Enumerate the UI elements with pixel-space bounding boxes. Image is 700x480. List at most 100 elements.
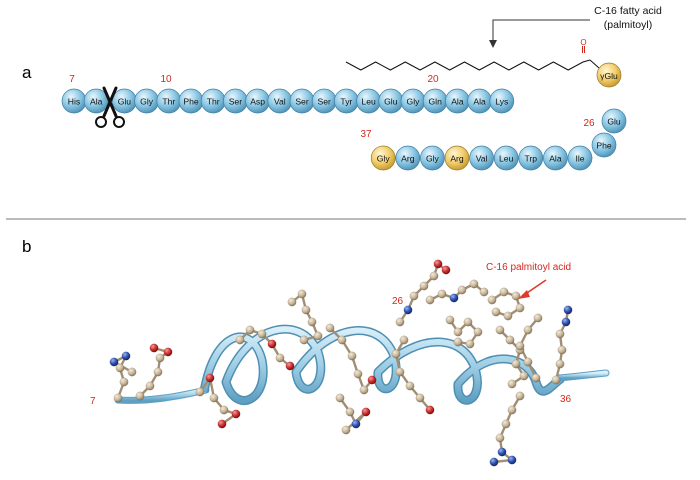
residue-row1-6: Thr <box>200 88 226 114</box>
nitrogen-atom-13-5 <box>507 455 517 465</box>
carbon-atom-13-3 <box>495 433 505 443</box>
carbon-atom-0-0 <box>113 393 123 403</box>
carbon-atom-4-2 <box>301 305 311 315</box>
carbon-atom-4-0 <box>287 297 297 307</box>
panel-a-letter: a <box>22 63 32 82</box>
oxygen-atom-1-4 <box>163 347 173 357</box>
residue-row2-2-label: Trp <box>525 154 538 164</box>
carbon-atom-13-0 <box>515 391 525 401</box>
residue-connector-1: Phe <box>591 132 617 158</box>
carbon-atom-11-5 <box>491 307 501 317</box>
carbon-atom-8-5 <box>479 287 489 297</box>
carbon-atom-15-2 <box>515 341 525 351</box>
carbon-atom-11-1 <box>499 287 509 297</box>
carbon-atom-3-0 <box>235 335 245 345</box>
carbon-atom-10-1 <box>453 327 463 337</box>
carbon-atom-8-3 <box>457 285 467 295</box>
carbon-atom-12-4 <box>519 371 529 381</box>
carbon-atom-11-0 <box>487 295 497 305</box>
residue-row1-5-label: Phe <box>183 97 199 107</box>
residue-row1-15: Gly <box>400 88 426 114</box>
residue-row2-0-label: Ile <box>575 154 584 164</box>
oxygen-atom-3-3 <box>267 339 277 349</box>
residue-row1-9: Val <box>267 88 293 114</box>
palmitoyl-chain <box>345 59 591 71</box>
nitrogen-atom-13-4 <box>497 447 507 457</box>
residue-connector-0: Glu <box>601 108 627 134</box>
carbon-atom-7-4 <box>429 271 439 281</box>
carbon-atom-13-1 <box>507 405 517 415</box>
residue-connector-0-label: Glu <box>607 117 621 127</box>
carbon-atom-5-1 <box>337 335 347 345</box>
residue-row2-5-label: Arg <box>450 154 464 164</box>
residue-row1-0: His <box>61 88 87 114</box>
carbon-atom-0-1 <box>119 377 129 387</box>
residue-row1-13: Leu <box>356 88 381 114</box>
carbon-atom-10-2 <box>463 317 473 327</box>
residue-row1-9-label: Val <box>274 97 286 107</box>
nitrogen-atom-8-2 <box>449 293 459 303</box>
nitrogen-atom-0-3 <box>121 351 131 361</box>
carbon-atom-7-0 <box>395 317 405 327</box>
carbon-atom-12-3 <box>511 359 521 369</box>
carbon-atom-9-0 <box>399 335 409 345</box>
residue-number-7: 7 <box>69 74 75 85</box>
residue-number-26: 26 <box>583 118 595 129</box>
residue-row2-1: Ala <box>543 145 568 171</box>
panel-b-letter: b <box>22 237 31 256</box>
carbon-atom-3-1 <box>245 325 255 335</box>
oxygen-atom-7-6 <box>441 265 451 275</box>
carbon-atom-1-1 <box>145 381 155 391</box>
carbon-atom-11-2 <box>511 291 521 301</box>
residue-row1-8-label: Asp <box>250 97 265 107</box>
carbon-atom-5-4 <box>359 385 369 395</box>
residue-row1-12: Tyr <box>334 88 359 114</box>
residue-row2-1-label: Ala <box>549 154 562 164</box>
carbon-atom-9-1 <box>391 349 401 359</box>
fatty-acid-label-line1: C-16 fatty acid <box>594 5 662 17</box>
carbon-atom-7-2 <box>409 291 419 301</box>
fatty-acid-pointer-arrow <box>489 19 590 48</box>
panel-a: a C-16 fatty acid (palmitoyl) O 7 10 20 … <box>22 5 662 171</box>
carbon-atom-10-5 <box>453 337 463 347</box>
residue-row1-19: Lys <box>489 88 515 114</box>
carbon-atom-12-0 <box>495 325 505 335</box>
residue-row2-0: Ile <box>567 145 593 171</box>
residue-row1-3-label: Gly <box>140 97 154 107</box>
carbon-atom-6-0 <box>335 393 345 403</box>
residue-row2-3: Leu <box>493 145 519 171</box>
carbon-atom-4-1 <box>297 289 307 299</box>
carbon-atom-6-1 <box>345 407 355 417</box>
residue-row1-4-label: Thr <box>162 97 175 107</box>
residue-row2-4-label: Val <box>476 154 488 164</box>
residue-row1-16-label: Gln <box>429 97 443 107</box>
residue-number-10: 10 <box>160 74 172 85</box>
carbon-atom-12-1 <box>505 335 515 345</box>
residue-row1-14-label: Glu <box>384 97 398 107</box>
residue-row2-7-label: Arg <box>401 154 415 164</box>
residue-row1-11-label: Ser <box>318 97 332 107</box>
residue-row1-8: Asp <box>245 88 270 114</box>
oxygen-atom-6-3 <box>361 407 371 417</box>
carbon-atom-14-1 <box>555 359 565 369</box>
oxygen-atom-2-5 <box>217 419 227 429</box>
nitrogen-atom-6-2 <box>351 419 361 429</box>
oxygen-atom-2-1 <box>205 373 215 383</box>
nitrogen-atom-13-6 <box>489 457 499 467</box>
nitrogen-atom-0-4 <box>109 357 119 367</box>
residue-row1-1-label: Ala <box>90 97 103 107</box>
oxygen-atom-9-5 <box>425 405 435 415</box>
amide-link-bond <box>589 59 600 69</box>
residue-row1-10: Ser <box>289 88 315 114</box>
carbon-atom-4-5 <box>299 335 309 345</box>
carbon-atom-1-0 <box>135 391 145 401</box>
residue-row2-7: Arg <box>395 145 421 171</box>
carbon-atom-14-2 <box>557 345 567 355</box>
residue-row1-17: Ala <box>445 88 470 114</box>
residue-row2-5: Arg <box>444 145 470 171</box>
carbon-atom-4-3 <box>307 317 317 327</box>
carbon-atom-11-3 <box>515 303 525 313</box>
residue-connector-1-label: Phe <box>596 141 612 151</box>
carbon-atom-5-0 <box>325 323 335 333</box>
